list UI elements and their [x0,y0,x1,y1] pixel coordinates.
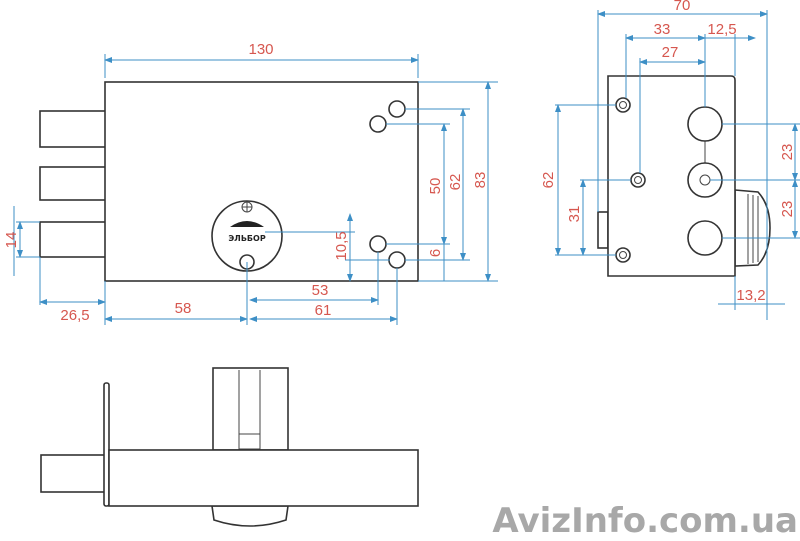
dim-70: 70 [674,0,691,14]
dim-62-side: 62 [540,172,557,189]
dim-61: 61 [315,302,332,319]
screw-hole [615,247,631,263]
body-bottom [108,449,419,507]
front-dimensions: 130 83 62 50 6 10,5 14 26,5 58 53 61 [3,41,498,325]
mount-hole [369,235,387,253]
dim-23-top: 23 [779,144,796,161]
side-dimensions: 70 33 12,5 27 62 31 23 23 13,2 [540,0,800,320]
top-block [212,367,289,451]
dim-14: 14 [3,232,20,249]
dim-26-5: 26,5 [60,307,89,324]
side-tab [597,211,609,249]
brand-logo: ЭЛЬБОР [228,234,266,243]
dim-23-bottom: 23 [779,201,796,218]
mount-hole [388,251,406,269]
bolt-side [40,454,106,493]
watermark: AvizInfo.com.ua [492,501,798,541]
bottom-view [40,367,419,527]
face-plate [103,382,110,507]
screw-icon [241,201,253,213]
bolt-end [687,106,723,142]
dim-6: 6 [427,249,444,257]
side-view [597,75,771,277]
bolt-top [39,110,107,148]
dim-33: 33 [654,21,671,38]
bottom-cylinder [211,505,289,527]
screw-hole [630,172,646,188]
dim-10-5: 10,5 [333,231,350,260]
dim-12-5: 12,5 [707,21,736,38]
mount-hole [388,100,406,118]
dim-31: 31 [566,206,583,223]
dim-50: 50 [427,178,444,195]
bolt-end [687,220,723,256]
dim-27: 27 [662,44,679,61]
dim-83: 83 [472,172,489,189]
dim-130: 130 [248,41,273,58]
dim-62: 62 [447,174,464,191]
screw-hole [615,97,631,113]
logo-arc [230,221,264,227]
front-view: ЭЛЬБОР [39,81,419,282]
dim-58: 58 [175,300,192,317]
dim-53: 53 [312,282,329,299]
bolt-bottom [39,221,107,258]
bolt-middle [39,166,107,201]
mount-hole [369,115,387,133]
dim-13-2: 13,2 [736,287,765,304]
